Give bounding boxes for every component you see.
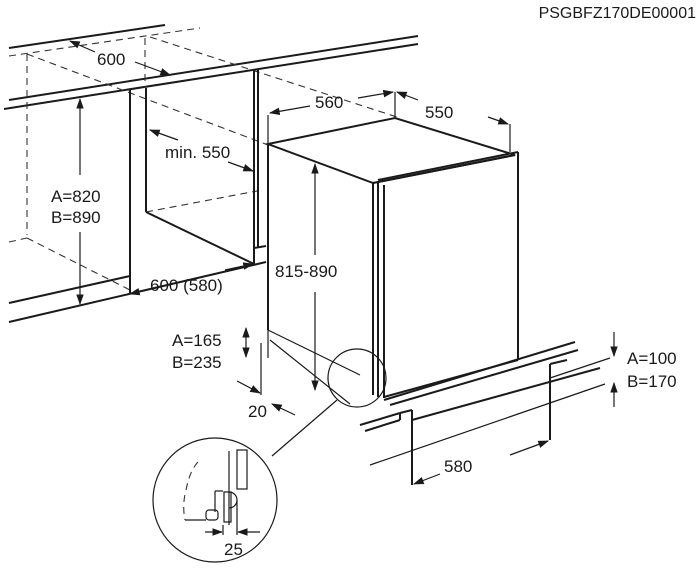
- plinth: [359, 341, 611, 485]
- detail-callout: [152, 348, 387, 563]
- label-appliance-width: 560: [315, 93, 343, 112]
- label-detail-offset: 25: [224, 540, 243, 559]
- appliance: [264, 116, 519, 405]
- label-plinth-height-a: A=165: [172, 331, 222, 350]
- label-appliance-depth: 550: [425, 103, 453, 122]
- label-min-depth: min. 550: [165, 143, 230, 162]
- label-plinth-gap-b: B=170: [627, 372, 677, 391]
- diagram-code: PSGBFZ170DE00001: [539, 5, 697, 22]
- label-plinth-height-b: B=235: [172, 353, 222, 372]
- label-cabinet-height-b: B=890: [51, 208, 101, 227]
- label-cabinet-depth: 600 (580): [150, 276, 223, 295]
- label-recess: 20: [248, 402, 267, 421]
- label-cabinet-width: 600: [97, 50, 125, 69]
- label-cabinet-height-a: A=820: [51, 187, 101, 206]
- dimension-arrows: [69, 40, 618, 485]
- label-plinth-depth: 580: [444, 457, 472, 476]
- label-appliance-height: 815-890: [275, 262, 337, 281]
- label-plinth-gap-a: A=100: [627, 349, 677, 368]
